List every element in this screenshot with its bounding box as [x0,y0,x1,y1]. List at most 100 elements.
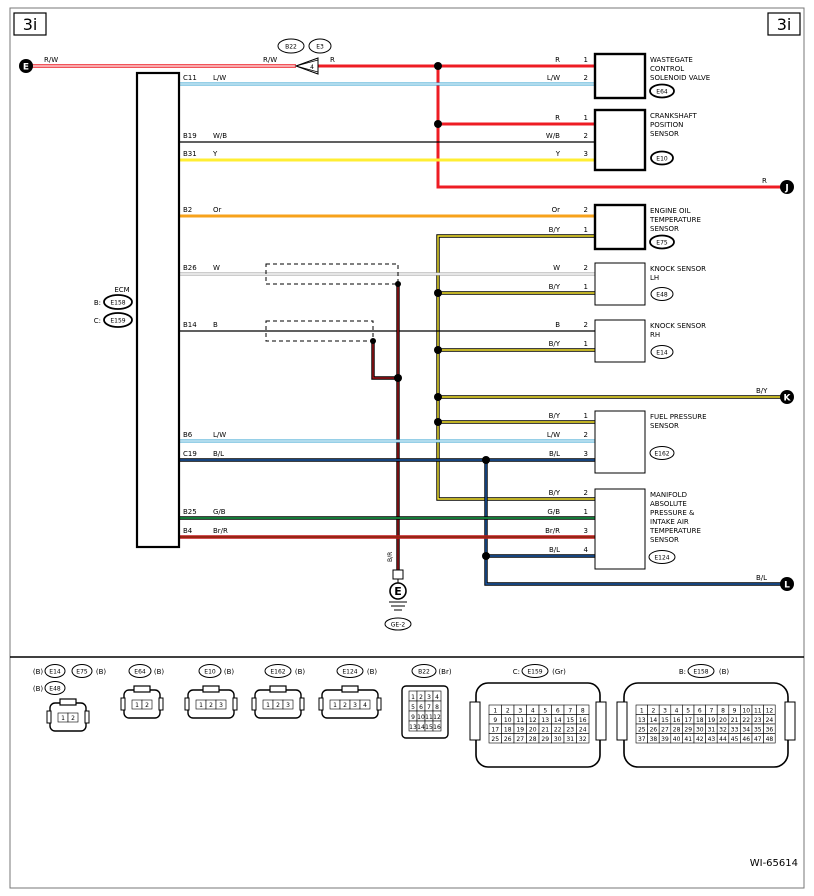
pin-cell [359,699,371,710]
sensor-wire-label: B/Y [549,226,561,234]
ground-point: B/R E GE-2 [384,552,412,631]
pin-cell [215,699,227,710]
ecm-pin-wire-b31: Y [212,150,218,158]
ecm-pin-c19: C19 [183,450,197,458]
connector-latch [341,685,359,693]
sensor-name-line: ENGINE OIL [650,207,691,215]
sensor-wire-label: B/Y [549,412,561,420]
section-tag-left: 3i [13,12,47,36]
section-label-left: 3i [23,15,38,34]
wires [28,64,782,586]
pin-cell-label: 36 [766,727,774,734]
ecm-conn-c-tag: E159 [110,318,125,325]
ecm-labels: ECM B: E158 C: E159 [94,286,133,328]
pin-cell-label: 23 [566,727,574,734]
pin-cell-label: 26 [650,727,658,734]
sensor-name-line: LH [650,274,659,282]
sensor-pin-number: 2 [584,431,588,439]
legend-tag: B22 [418,668,430,675]
pin-cell-label: 3 [663,708,667,715]
ground-wire-label: B/R [387,552,394,562]
pin-cell-label: 9 [411,714,415,721]
pin-cell-label: 3 [427,694,431,701]
pin-cell-label: 1 [333,702,337,709]
wire-label-k: B/Y [756,387,768,395]
sensor-pin-number: 4 [584,546,589,554]
pin-cell-label: 12 [433,714,441,721]
sensor-name-line: KNOCK SENSOR [650,265,706,273]
wire-by-spine [436,234,782,501]
pin-cell-label: 15 [661,717,669,724]
legend-tag: E158 [693,668,708,675]
connector-latch [202,685,220,693]
sensor-pin-number: 1 [584,56,588,64]
ecm-pin-b4: B4 [183,527,193,535]
pin-cell-label: 37 [638,736,646,743]
sensor-pin-number: 3 [584,150,588,158]
ecm-block [135,71,181,549]
pin-cell-label: 10 [504,717,512,724]
sensor-name-line: KNOCK SENSOR [650,322,706,330]
pin-cell-label: 42 [696,736,704,743]
legend-tag-outline [198,664,222,678]
ecm-pin-b26: B26 [183,264,197,272]
pin-cell-label: 16 [673,717,681,724]
legend-tag: E48 [49,685,61,692]
pin-cell-label: 1 [640,708,644,715]
connector-latch [269,685,287,693]
connector-ear [784,701,796,741]
pin-cell-label: 2 [506,708,510,715]
legend-color: (B) [33,685,44,693]
pin-cell-label: 1 [135,702,139,709]
sensor-box [593,108,647,172]
pin-cell-label: 11 [754,708,762,715]
sensor-conn-tag-outline [650,150,674,166]
ecm-pin-b6: B6 [183,431,193,439]
sensor-wire-label: B/Y [549,340,561,348]
legend-tag: E159 [527,668,542,675]
pin-cell-label: 2 [276,702,280,709]
sensor-conn-tag-outline [648,550,676,564]
pin-cell-label: 44 [719,736,727,743]
pin-cell-label: 32 [719,727,727,734]
pin-cell-label: 31 [566,736,574,743]
wire-label-rw-mid: R/W [263,56,277,64]
pin-cell-label: 6 [556,708,560,715]
connector-ear [469,701,481,741]
sensor-pin-number: 1 [584,508,588,516]
connector-ear [595,701,607,741]
pin-cell [67,712,79,723]
pin-cell-label: 24 [579,727,587,734]
wire-bl-c19 [180,458,782,586]
pin-cell [763,733,776,744]
sensor-box [594,410,646,474]
ecm-conn-b-tag: E158 [110,300,125,307]
ecm-conn-b-prefix: B: [94,299,101,307]
ecm-pin-b2: B2 [183,206,192,214]
pin-cell-label: 26 [504,736,512,743]
legend-color: (B) [367,668,378,676]
sensor-box [594,488,646,570]
legend-prefix: C: [513,668,520,676]
sensor-wire-label: L/W [547,431,560,439]
connector-ear [299,697,305,711]
pin-cell-label: 2 [419,694,423,701]
pin-cell-label: 4 [531,708,535,715]
pin-cell-label: 2 [71,715,75,722]
sensor-pin-number: 2 [584,489,588,497]
pin-cell-label: 22 [742,717,750,724]
ecm-conn-c-prefix: C: [94,317,101,325]
pin-cell-label: 29 [684,727,692,734]
connector-latch [133,685,151,693]
sensor-name-line: TEMPERATURE [649,527,701,535]
pin-cell-label: 19 [516,727,524,734]
sensor-wire-label: Y [555,150,561,158]
sensor-name-line: SENSOR [650,225,679,233]
ecm-title: ECM [114,286,129,294]
svg-text:J: J [784,184,788,194]
